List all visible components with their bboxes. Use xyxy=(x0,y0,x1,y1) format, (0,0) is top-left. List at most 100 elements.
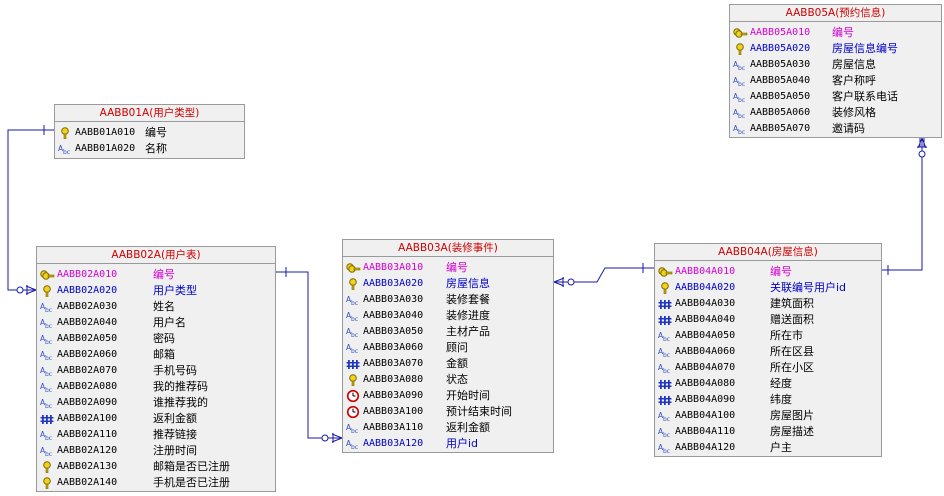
svg-text:bc: bc xyxy=(45,387,52,393)
column-code: AABB04A040 xyxy=(675,314,736,325)
svg-text:bc: bc xyxy=(45,355,52,361)
svg-text:A: A xyxy=(658,427,664,436)
column-code: AABB05A010 xyxy=(750,27,811,38)
column-code: AABB01A010 xyxy=(75,127,136,138)
relation-user-type-to-user[interactable] xyxy=(7,125,54,295)
svg-text:bc: bc xyxy=(45,403,52,409)
number-type-icon xyxy=(658,298,673,310)
column-name: 户主 xyxy=(770,441,792,454)
number-type-icon xyxy=(658,314,673,326)
column-name: 装修套餐 xyxy=(446,293,490,306)
primary-key-icon xyxy=(658,266,673,278)
column-name: 房屋信息 xyxy=(832,58,876,71)
column-code: AABB04A100 xyxy=(675,410,736,421)
column-code: AABB04A070 xyxy=(675,362,736,373)
relation-user-to-renovation[interactable] xyxy=(276,267,343,443)
column-name: 开始时间 xyxy=(446,389,490,402)
primary-key-icon xyxy=(40,269,55,281)
column-code: AABB04A020 xyxy=(675,282,736,293)
key-icon xyxy=(733,43,748,56)
column-name: 邀请码 xyxy=(832,122,865,135)
svg-text:bc: bc xyxy=(738,81,745,87)
column-code: AABB01A020 xyxy=(75,143,136,154)
relation-house-to-appointment[interactable] xyxy=(882,137,927,275)
column-code: AABB02A010 xyxy=(57,269,118,280)
svg-text:A: A xyxy=(40,446,46,455)
column-code: AABB02A120 xyxy=(57,445,118,456)
relation-house-to-renovation[interactable] xyxy=(553,263,654,287)
column-name: 纬度 xyxy=(770,393,792,406)
svg-text:bc: bc xyxy=(663,352,670,358)
svg-text:A: A xyxy=(40,382,46,391)
column-code: AABB03A020 xyxy=(363,278,424,289)
svg-text:A: A xyxy=(40,350,46,359)
svg-text:bc: bc xyxy=(351,428,358,434)
svg-text:A: A xyxy=(346,327,352,336)
svg-text:bc: bc xyxy=(738,113,745,119)
entity-title: AABB03A(装修事件) xyxy=(343,240,553,257)
column-name: 用户类型 xyxy=(153,284,197,297)
column-name: 主材产品 xyxy=(446,325,490,338)
